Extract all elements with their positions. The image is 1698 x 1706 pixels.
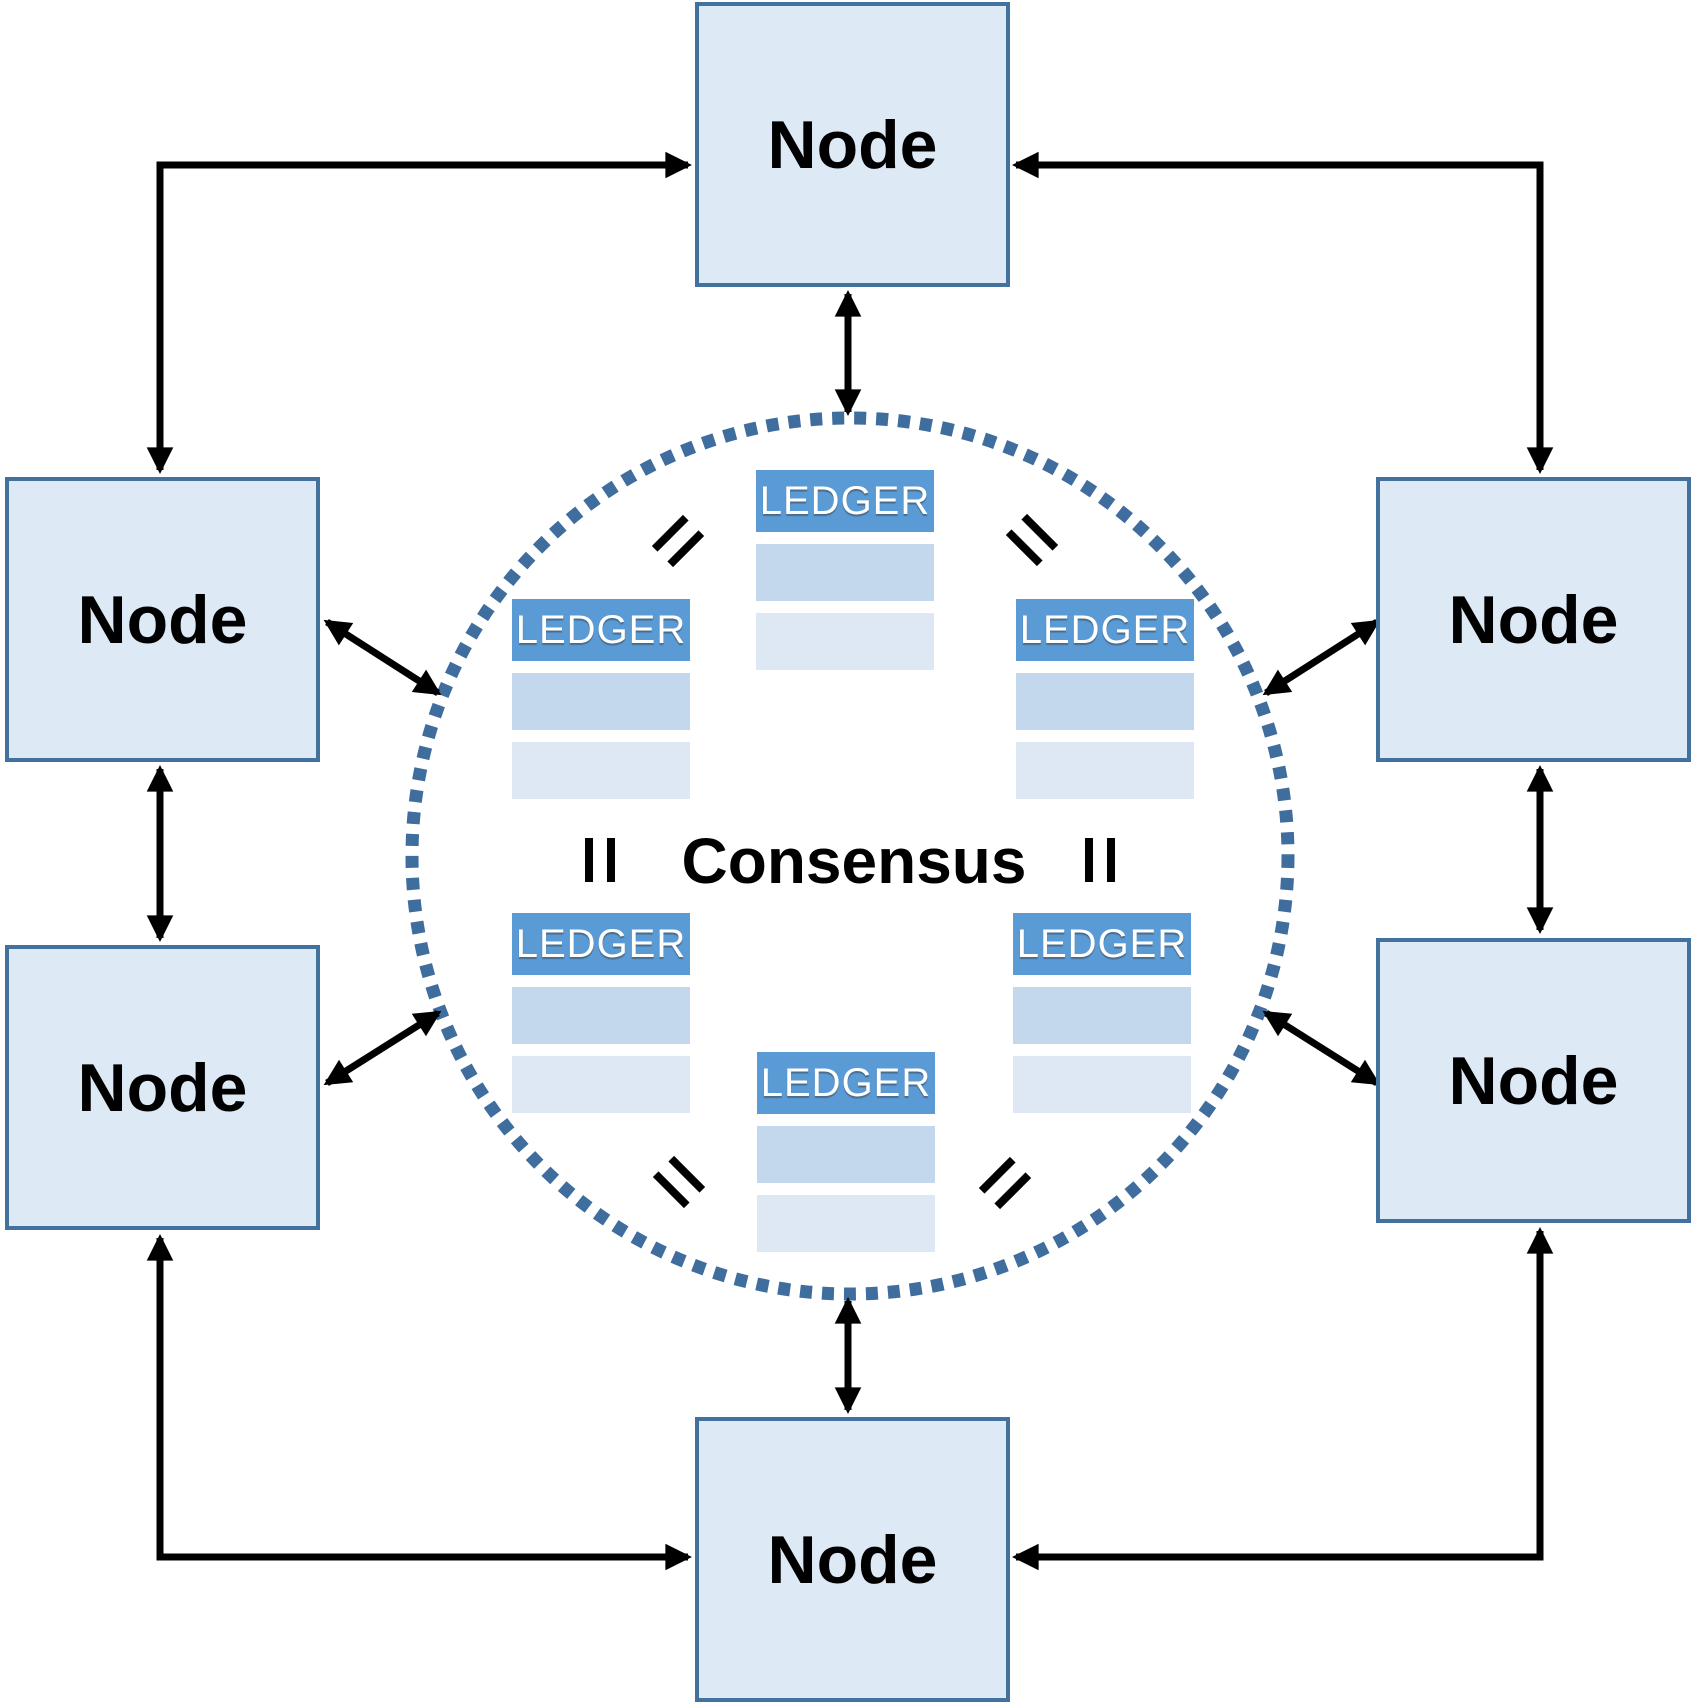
arrow-right-upper-top-node	[1012, 151, 1554, 474]
ledger-row	[1013, 987, 1191, 1044]
ledger-lower-right: LEDGER	[1013, 913, 1191, 1113]
ledger-row	[756, 613, 934, 670]
ledger-row	[1016, 673, 1194, 730]
node-label: Node	[77, 581, 248, 658]
arrow-left-upper-top-node	[146, 151, 692, 474]
ledger-bottom-center: LEDGER	[757, 1052, 935, 1252]
ledger-row	[756, 544, 934, 601]
ledger-top-center: LEDGER	[756, 470, 934, 670]
ledger-row	[757, 1195, 935, 1252]
node-box-bottom: Node	[695, 1417, 1010, 1702]
node-label: Node	[767, 1521, 938, 1598]
arrow-right-upper-circle	[1262, 619, 1381, 696]
ledger-lower-left: LEDGER	[512, 913, 690, 1113]
ledger-header: LEDGER	[757, 1052, 935, 1114]
ledger-header: LEDGER	[1016, 599, 1194, 661]
arrow-left-upper-circle	[323, 619, 442, 696]
arrow-right-lower-bottom-node	[1012, 1227, 1554, 1571]
ledger-row	[512, 987, 690, 1044]
node-box-left-upper: Node	[5, 477, 320, 762]
consensus-label: Consensus	[681, 825, 1027, 897]
node-label: Node	[1448, 581, 1619, 658]
node-label: Node	[77, 1049, 248, 1126]
arrow-left-lower-circle	[323, 1010, 442, 1086]
node-box-right-upper: Node	[1376, 477, 1691, 762]
node-box-left-lower: Node	[5, 945, 320, 1230]
ledger-header: LEDGER	[1013, 913, 1191, 975]
node-box-top: Node	[695, 2, 1010, 287]
ledger-row	[512, 742, 690, 799]
ledger-header: LEDGER	[512, 913, 690, 975]
ledger-row	[1016, 742, 1194, 799]
node-box-right-lower: Node	[1376, 938, 1691, 1223]
ledger-row	[512, 673, 690, 730]
ledger-upper-left: LEDGER	[512, 599, 690, 799]
arrow-right-lower-circle	[1262, 1010, 1381, 1086]
node-label: Node	[767, 106, 938, 183]
ledger-upper-right: LEDGER	[1016, 599, 1194, 799]
ledger-header: LEDGER	[756, 470, 934, 532]
ledger-row	[757, 1126, 935, 1183]
ledger-header: LEDGER	[512, 599, 690, 661]
node-label: Node	[1448, 1042, 1619, 1119]
equals-icon	[1085, 838, 1115, 882]
ledger-row	[512, 1056, 690, 1113]
consensus-dotted-circle-icon	[405, 411, 1295, 1301]
ledger-row	[1013, 1056, 1191, 1113]
arrow-left-lower-bottom-node	[146, 1234, 692, 1571]
equals-icon	[585, 838, 615, 882]
